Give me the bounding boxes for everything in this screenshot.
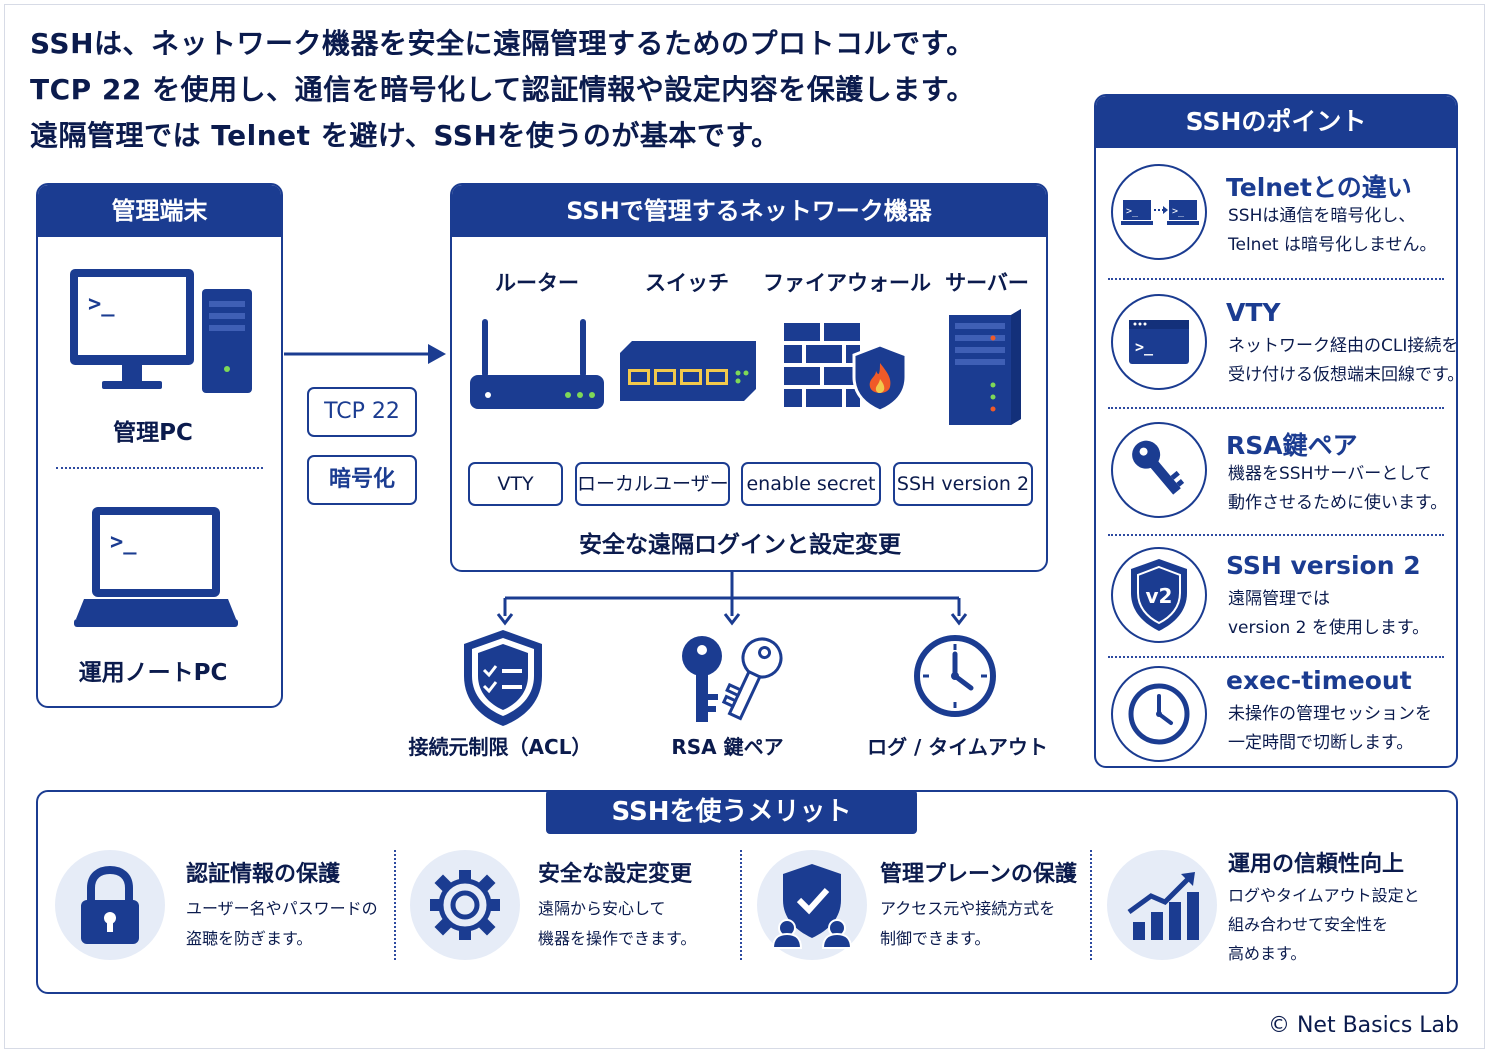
point-desc-rsa-2: 動作させるために使います。 <box>1228 493 1448 513</box>
point-desc-vty-2: 受け付ける仮想端末回線です。 <box>1228 365 1458 385</box>
benefit-title-mgmt-plane: 管理プレーンの保護 <box>880 862 1077 887</box>
terminal-panel: 管理端末 >_ 管理PC >_ 運用ノートPC <box>36 183 283 708</box>
vty-terminal-icon: >_ <box>1111 294 1207 390</box>
devices-panel-title: SSHで管理するネットワーク機器 <box>452 185 1046 237</box>
encryption-chip: 暗号化 <box>307 455 417 505</box>
v2-shield-icon: v2 <box>1111 547 1207 643</box>
v2-badge-text: v2 <box>1146 584 1173 608</box>
point-desc-v2-1: 遠隔管理では <box>1228 589 1330 609</box>
router-icon <box>470 319 604 409</box>
security-label-acl: 接続元制限（ACL） <box>408 735 592 759</box>
timeout-clock-icon <box>1111 666 1207 762</box>
pc-prompt-text: >_ <box>88 292 115 317</box>
devices-caption: 安全な遠隔ログインと設定変更 <box>579 532 901 558</box>
benefit-divider-2 <box>740 850 742 960</box>
point-desc-timeout-2: 一定時間で切断します。 <box>1228 733 1414 753</box>
benefit-desc-config-1: 遠隔から安心して <box>538 899 666 918</box>
laptop-prompt-text: >_ <box>110 530 137 555</box>
point-desc-rsa-1: 機器をSSHサーバーとして <box>1228 464 1432 484</box>
desktop-pc-icon: >_ <box>70 269 252 393</box>
connection-arrow <box>284 344 446 364</box>
intro-line-2: TCP 22 を使用し、通信を暗号化して認証情報や設定内容を保護します。 <box>30 73 975 106</box>
telnet-compare-icon: >_ >_ <box>1111 164 1207 260</box>
points-panel-title: SSHのポイント <box>1096 96 1456 148</box>
benefit-desc-reliability-1: ログやタイムアウト設定と <box>1228 886 1420 905</box>
laptop-icon: >_ <box>74 507 238 627</box>
benefit-title-config: 安全な設定変更 <box>538 862 693 887</box>
clock-icon <box>914 635 996 717</box>
point-desc-timeout-1: 未操作の管理セッションを <box>1228 704 1432 724</box>
devices-panel: SSHで管理するネットワーク機器 ルーター スイッチ ファイアウォール サーバー <box>450 183 1048 572</box>
points-panel: SSHのポイント >_ >_ Telnetとの違い SSHは通信を暗号化し、 T… <box>1094 94 1458 768</box>
admin-shield-icon <box>757 850 867 960</box>
benefit-divider-3 <box>1090 850 1092 960</box>
point-title-rsa: RSA鍵ペア <box>1226 431 1358 460</box>
benefit-desc-mgmt-plane-2: 制御できます。 <box>880 929 991 948</box>
point-title-v2: SSH version 2 <box>1226 551 1421 580</box>
gear-icon <box>410 850 520 960</box>
lock-icon <box>55 850 165 960</box>
pc-label: 管理PC <box>113 420 193 446</box>
benefit-title-credentials: 認証情報の保護 <box>186 862 341 887</box>
setting-chip-enable-secret: enable secret <box>741 462 881 506</box>
laptop-label: 運用ノートPC <box>78 660 228 686</box>
server-icon <box>949 309 1021 425</box>
device-label-firewall: ファイアウォール <box>763 271 931 295</box>
firewall-icon <box>784 323 908 413</box>
benefit-desc-credentials-1: ユーザー名やパスワードの <box>186 899 378 918</box>
telnet-prompt-left: >_ <box>1126 206 1139 217</box>
security-label-log: ログ / タイムアウト <box>867 735 1048 759</box>
benefit-desc-reliability-3: 高めます。 <box>1228 944 1307 963</box>
benefits-title: SSHを使うメリット <box>546 790 917 834</box>
vty-prompt-text: >_ <box>1135 338 1154 356</box>
point-desc-telnet-2: Telnet は暗号化しません。 <box>1228 235 1437 255</box>
intro-line-1: SSHは、ネットワーク機器を安全に遠隔管理するためのプロトコルです。 <box>30 27 975 60</box>
device-label-router: ルーター <box>495 271 579 295</box>
setting-chip-vty: VTY <box>468 462 563 506</box>
benefit-desc-reliability-2: 組み合わせて安全性を <box>1228 915 1389 934</box>
point-divider-3 <box>1108 534 1444 536</box>
terminal-panel-title: 管理端末 <box>38 185 281 237</box>
page-frame <box>4 4 1485 1049</box>
point-desc-telnet-1: SSHは通信を暗号化し、 <box>1228 206 1416 226</box>
benefit-desc-credentials-2: 盗聴を防ぎます。 <box>186 929 313 948</box>
point-desc-vty-1: ネットワーク経由のCLI接続を <box>1228 336 1458 356</box>
growth-chart-icon <box>1107 850 1217 960</box>
point-divider-4 <box>1108 656 1444 658</box>
tcp22-chip: TCP 22 <box>307 387 417 437</box>
benefit-desc-config-2: 機器を操作できます。 <box>538 929 697 948</box>
benefit-title-reliability: 運用の信頼性向上 <box>1228 852 1405 877</box>
point-title-telnet: Telnetとの違い <box>1226 173 1412 202</box>
point-title-vty: VTY <box>1226 298 1281 327</box>
setting-chip-ssh-v2: SSH version 2 <box>893 462 1033 506</box>
acl-shield-icon <box>464 630 542 726</box>
rsa-key-icon <box>1111 422 1207 518</box>
benefit-divider-1 <box>394 850 396 960</box>
branch-arrows <box>496 570 968 626</box>
device-label-switch: スイッチ <box>645 271 729 295</box>
security-label-rsa: RSA 鍵ペア <box>671 735 784 759</box>
point-divider-1 <box>1108 278 1444 280</box>
device-label-server: サーバー <box>945 271 1029 295</box>
point-title-exec-timeout: exec-timeout <box>1226 666 1412 695</box>
point-desc-v2-2: version 2 を使用します。 <box>1228 618 1430 638</box>
point-divider-2 <box>1108 407 1444 409</box>
terminal-divider <box>56 467 263 469</box>
rsa-keys-icon <box>682 636 783 722</box>
telnet-prompt-right: >_ <box>1172 206 1185 217</box>
setting-chip-local-user: ローカルユーザー <box>575 462 730 506</box>
copyright-footer: © Net Basics Lab <box>1267 1013 1459 1038</box>
switch-icon <box>620 341 756 401</box>
benefit-desc-mgmt-plane-1: アクセス元や接続方式を <box>880 899 1056 918</box>
intro-line-3: 遠隔管理では Telnet を避け、SSHを使うのが基本です。 <box>30 119 780 152</box>
